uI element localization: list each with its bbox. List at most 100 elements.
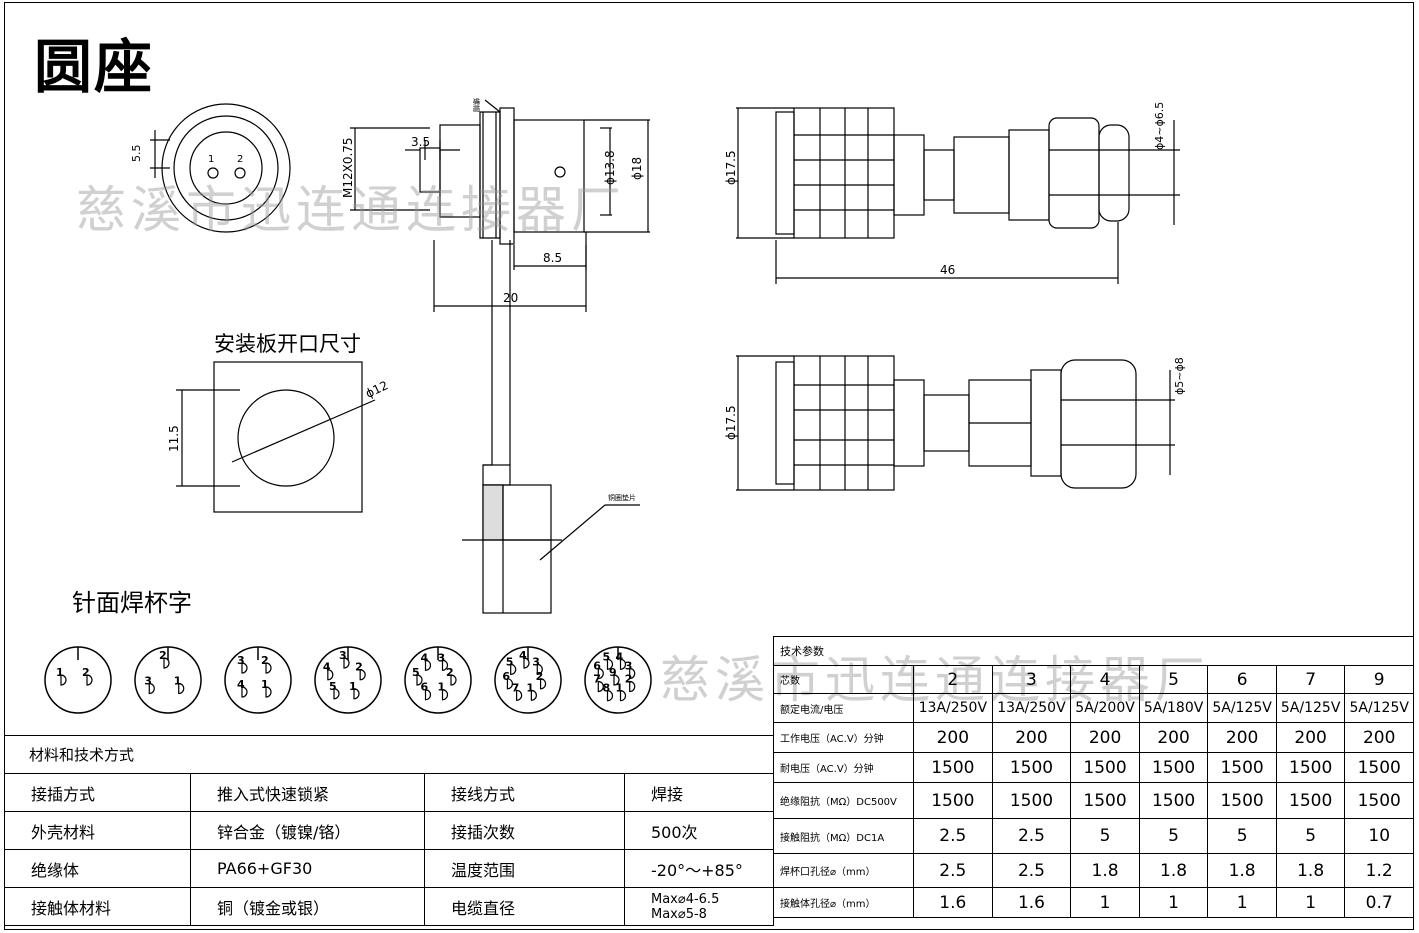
mat-cell: -20°～+85° [624, 849, 774, 888]
dim-11-5: 11.5 [167, 425, 181, 452]
pin-cup [359, 669, 366, 681]
tech-cell: 1 [1138, 887, 1209, 918]
pin-cup [539, 678, 547, 690]
pin-cup [163, 657, 170, 669]
materials-table: 材料和技术方式 接插方式 推入式快速锁紧 接线方式 焊接 外壳材料 锌合金（镀镍… [4, 735, 774, 926]
mat-cell: 锌合金（镀镍/铬） [190, 811, 425, 850]
materials-header: 材料和技术方式 [4, 735, 774, 774]
tech-cell: 3 [991, 665, 1072, 694]
pin-cup [613, 674, 620, 686]
tech-cell: 10 [1344, 818, 1414, 854]
pin-number: 1 [349, 680, 357, 693]
tech-cell: 5 [1138, 818, 1209, 854]
pin-cup [523, 657, 530, 669]
tech-cell: 9 [1344, 665, 1414, 694]
tech-row-label: 工作电压（AC.V）分钟 [773, 722, 914, 753]
pin-cup [530, 689, 537, 701]
watermark-top: 慈溪市迅连通连接器厂 [76, 181, 626, 239]
tech-cell: 2.5 [991, 818, 1072, 854]
tech-cell: 2.5 [991, 853, 1072, 888]
pin-cup [597, 667, 604, 680]
dim-cable-range-1: ϕ4~ϕ6.5 [1153, 102, 1166, 150]
pin-number: 1 [526, 681, 534, 694]
nut-note: 螺帽 [472, 98, 481, 112]
table-row: 外壳材料 锌合金（镀镍/铬） 接插次数 500次 [4, 811, 774, 850]
mat-cell: 焊接 [624, 773, 774, 812]
pin-cup [416, 674, 423, 686]
tech-cell: 1500 [1138, 752, 1209, 783]
pin-cup [597, 680, 604, 693]
pin-cup [241, 662, 248, 674]
tech-cell: 1500 [991, 752, 1072, 783]
tech-cell: 1500 [991, 782, 1072, 819]
pin-cup [629, 667, 636, 680]
pin-cup [536, 663, 543, 676]
mat-cell: PA66+GF30 [190, 849, 425, 888]
dim-8-5: 8.5 [543, 251, 562, 265]
tech-cell: 1.6 [991, 887, 1072, 918]
pin-number: 9 [609, 666, 617, 679]
dim-3-5: 3.5 [411, 135, 430, 149]
tech-cell: 5A/125V [1207, 693, 1277, 723]
pin-cup [629, 680, 636, 693]
pin-cup [265, 686, 272, 698]
tech-row-label: 接触体孔径⌀（mm） [773, 887, 914, 918]
pin-cup [450, 674, 457, 686]
dim-phi17-5-top: ϕ17.5 [724, 150, 738, 185]
tech-cell: 5A/125V [1344, 693, 1414, 723]
table-row: 绝缘体 PA66+GF30 温度范围 -20°～+85° [4, 849, 774, 888]
tech-cell: 1.8 [1070, 853, 1140, 888]
pin-cup [241, 686, 248, 698]
tech-cell: 1500 [1275, 752, 1346, 783]
tech-row-label: 芯数 [773, 665, 914, 694]
dim-5-5: 5.5 [130, 145, 143, 163]
pin-number: 3 [625, 659, 633, 672]
tech-cell: 2.5 [913, 853, 993, 888]
pin-number: 5 [506, 655, 514, 668]
dim-46: 46 [940, 263, 955, 277]
pin-number: 7 [593, 673, 601, 686]
pin-cup [619, 658, 627, 670]
tech-cell: 1500 [1344, 782, 1414, 819]
pin-number: 5 [412, 666, 420, 679]
pin-number: 5 [602, 650, 610, 663]
pin-cup [619, 690, 627, 702]
tech-cell: 200 [1070, 722, 1140, 753]
pin-number: 4 [237, 678, 245, 691]
socket-side-view [350, 99, 650, 465]
mat-cell: 电缆直径 [424, 887, 625, 926]
pin-number: 4 [421, 651, 429, 664]
panel-cutout-drawing [176, 361, 376, 513]
pin-number: 2 [625, 673, 633, 686]
pin-face-label: 针面焊杯字 [72, 589, 192, 617]
tech-cell: 1 [1275, 887, 1346, 918]
pin-cup [333, 688, 340, 700]
tech-cell: 1.8 [1207, 853, 1277, 888]
pin-number: 3 [438, 651, 446, 664]
tech-row-label: 额定电流/电压 [773, 693, 914, 723]
pin-cup [424, 659, 432, 671]
pin-cup [265, 662, 272, 674]
tech-row-label: 耐电压（AC.V）分钟 [773, 752, 914, 783]
mat-cell: 接线方式 [424, 773, 625, 812]
pin-number: 1 [616, 682, 624, 695]
dim-20: 20 [503, 291, 518, 305]
pin-number: 6 [502, 670, 510, 683]
tech-header: 技术参数 [773, 636, 1414, 666]
tech-row-label: 焊杯口孔径⌀（mm） [773, 853, 914, 888]
pin-number: 2 [261, 654, 269, 667]
pin-cup [510, 663, 517, 676]
tech-cell: 1500 [1138, 782, 1209, 819]
pin-number: 4 [616, 650, 624, 663]
pin-cup [424, 689, 432, 701]
pin-number: 3 [237, 654, 245, 667]
pin-number: 2 [446, 666, 454, 679]
pin-number: 3 [339, 649, 347, 662]
tech-cell: 1.2 [1344, 853, 1414, 888]
mat-cell: 推入式快速锁紧 [190, 773, 425, 812]
